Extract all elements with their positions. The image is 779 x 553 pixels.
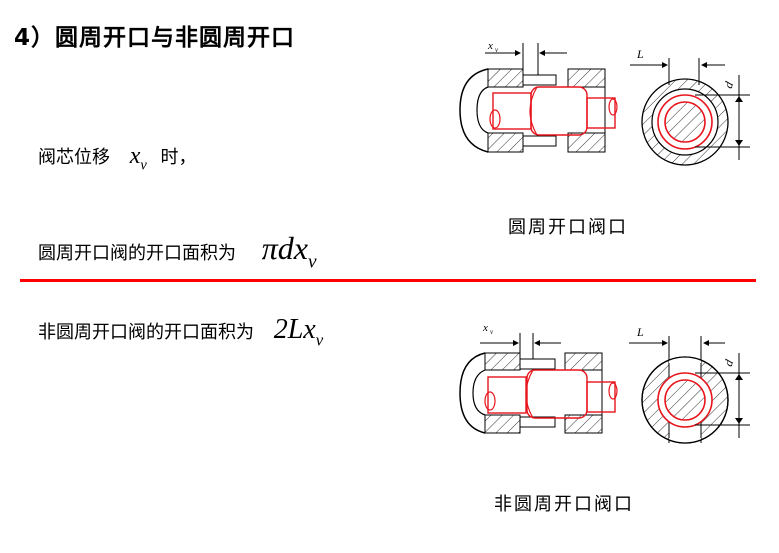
non-circumferential-valve-section-diagram: x v bbox=[459, 322, 618, 434]
xv-label: x bbox=[482, 322, 488, 334]
xv-symbol: xv bbox=[129, 143, 147, 174]
non-circumferential-figure-caption: 非圆周开口阀口 bbox=[494, 494, 634, 515]
page-title: 4）圆周开口与非圆周开口 bbox=[14, 25, 296, 51]
when-label: 时， bbox=[160, 147, 197, 168]
non-circumferential-area-label: 非圆周开口阀的开口面积为 bbox=[38, 322, 254, 343]
svg-text:v: v bbox=[495, 46, 499, 54]
non-circumferential-area-formula: 2Lxv bbox=[273, 314, 324, 350]
circumferential-valve-section-diagram: x v bbox=[459, 40, 618, 153]
L-label: L bbox=[636, 325, 644, 339]
svg-text:v: v bbox=[490, 328, 494, 336]
L-label: L bbox=[636, 47, 644, 61]
xv-label: x bbox=[487, 40, 493, 52]
non-circumferential-area-line: 非圆周开口阀的开口面积为 2Lxv bbox=[38, 314, 323, 351]
circumferential-area-line: 圆周开口阀的开口面积为 πdxv bbox=[38, 230, 317, 274]
non-circumferential-valve-cross-section-diagram: L d bbox=[629, 325, 750, 444]
circumferential-area-formula: πdxv bbox=[261, 230, 317, 273]
d-label: d bbox=[721, 357, 737, 368]
spool-displacement-label: 阀芯位移 bbox=[38, 147, 110, 168]
circumferential-valve-cross-section-diagram: L d bbox=[630, 47, 750, 166]
circumferential-figure-caption: 圆周开口阀口 bbox=[508, 217, 628, 238]
section-divider bbox=[20, 279, 756, 282]
circumferential-area-label: 圆周开口阀的开口面积为 bbox=[38, 243, 236, 264]
d-label: d bbox=[721, 79, 737, 90]
spool-displacement-line: 阀芯位移 xv 时， bbox=[38, 143, 197, 174]
